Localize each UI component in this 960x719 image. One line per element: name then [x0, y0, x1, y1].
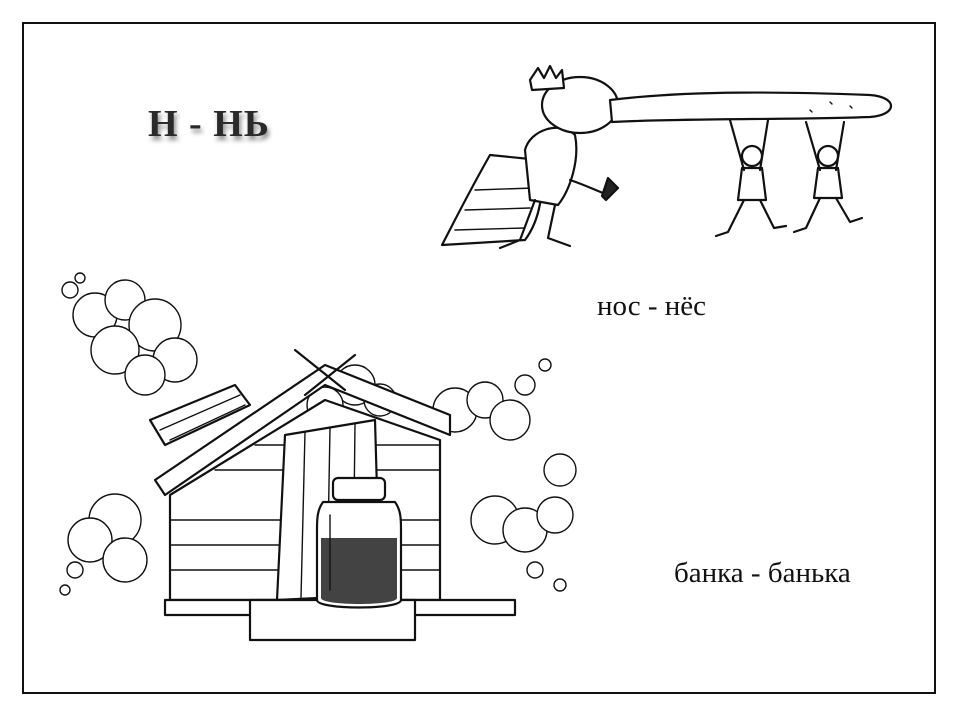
bathhouse-illustration: [59, 272, 577, 642]
nose-illustration: [440, 64, 892, 250]
word-pair-banka: банка - банька: [674, 557, 851, 589]
word-pair-nos: нос - нёс: [597, 290, 707, 322]
slide-title: Н - НЬ: [148, 103, 270, 145]
